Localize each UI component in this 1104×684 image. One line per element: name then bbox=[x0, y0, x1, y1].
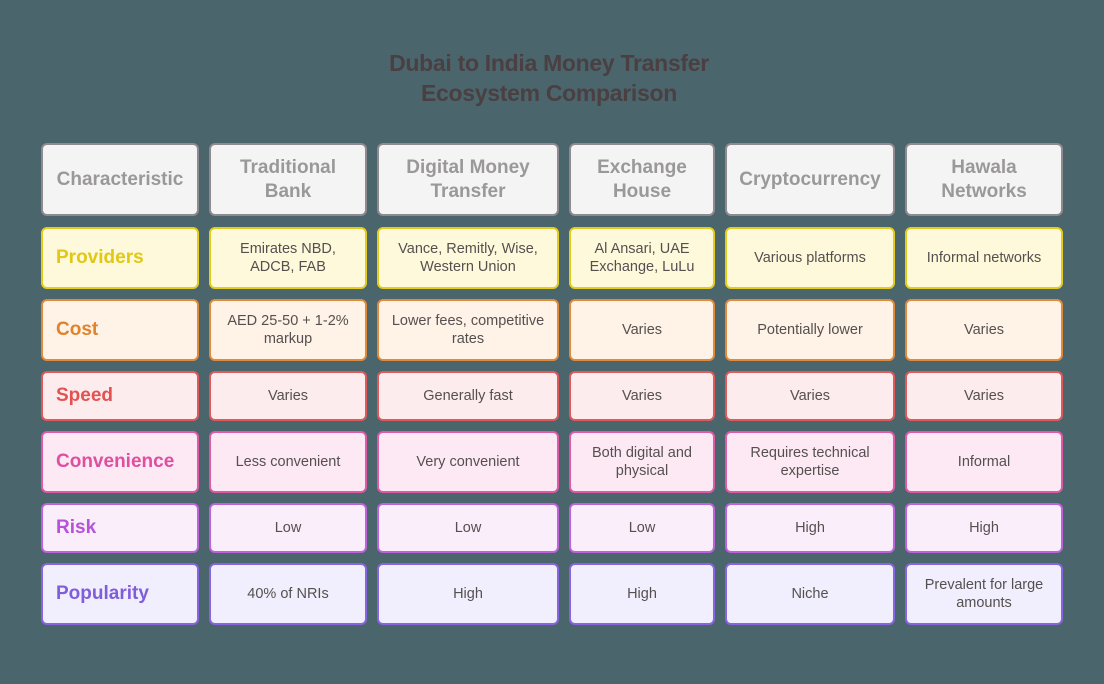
cell-convenience-traditional-bank: Less convenient bbox=[209, 431, 367, 493]
cell-speed-traditional-bank: Varies bbox=[209, 371, 367, 421]
cell-risk-traditional-bank: Low bbox=[209, 503, 367, 553]
title-line-1: Dubai to India Money Transfer bbox=[389, 50, 709, 76]
cell-speed-exchange-house: Varies bbox=[569, 371, 715, 421]
cell-risk-hawala-networks: High bbox=[905, 503, 1063, 553]
cell-risk-exchange-house: Low bbox=[569, 503, 715, 553]
header-digital-money-transfer: Digital Money Transfer bbox=[377, 143, 559, 216]
cell-convenience-hawala-networks: Informal bbox=[905, 431, 1063, 493]
cell-popularity-digital-money-transfer: High bbox=[377, 563, 559, 625]
row-label-risk: Risk bbox=[41, 503, 199, 553]
cell-popularity-hawala-networks: Prevalent for large amounts bbox=[905, 563, 1063, 625]
cell-convenience-exchange-house: Both digital and physical bbox=[569, 431, 715, 493]
cell-providers-cryptocurrency: Various platforms bbox=[725, 227, 895, 289]
cell-speed-digital-money-transfer: Generally fast bbox=[377, 371, 559, 421]
row-label-convenience: Convenience bbox=[41, 431, 199, 493]
cell-cost-cryptocurrency: Potentially lower bbox=[725, 299, 895, 361]
row-label-providers: Providers bbox=[41, 227, 199, 289]
title-line-2: Ecosystem Comparison bbox=[420, 80, 678, 106]
header-exchange-house: Exchange House bbox=[569, 143, 715, 216]
header-cryptocurrency: Cryptocurrency bbox=[725, 143, 895, 216]
cell-cost-exchange-house: Varies bbox=[569, 299, 715, 361]
diagram-title: Dubai to India Money Transfer Ecosystem … bbox=[0, 48, 1098, 108]
cell-providers-traditional-bank: Emirates NBD, ADCB, FAB bbox=[209, 227, 367, 289]
header-hawala-networks: Hawala Networks bbox=[905, 143, 1063, 216]
cell-cost-hawala-networks: Varies bbox=[905, 299, 1063, 361]
header-characteristic: Characteristic bbox=[41, 143, 199, 216]
cell-popularity-traditional-bank: 40% of NRIs bbox=[209, 563, 367, 625]
cell-popularity-cryptocurrency: Niche bbox=[725, 563, 895, 625]
cell-cost-digital-money-transfer: Lower fees, competitive rates bbox=[377, 299, 559, 361]
cell-providers-hawala-networks: Informal networks bbox=[905, 227, 1063, 289]
header-traditional-bank: Traditional Bank bbox=[209, 143, 367, 216]
cell-risk-digital-money-transfer: Low bbox=[377, 503, 559, 553]
cell-convenience-cryptocurrency: Requires technical expertise bbox=[725, 431, 895, 493]
cell-convenience-digital-money-transfer: Very convenient bbox=[377, 431, 559, 493]
row-label-popularity: Popularity bbox=[41, 563, 199, 625]
cell-providers-digital-money-transfer: Vance, Remitly, Wise, Western Union bbox=[377, 227, 559, 289]
cell-popularity-exchange-house: High bbox=[569, 563, 715, 625]
cell-risk-cryptocurrency: High bbox=[725, 503, 895, 553]
cell-speed-cryptocurrency: Varies bbox=[725, 371, 895, 421]
cell-cost-traditional-bank: AED 25-50 + 1-2% markup bbox=[209, 299, 367, 361]
cell-speed-hawala-networks: Varies bbox=[905, 371, 1063, 421]
cell-providers-exchange-house: Al Ansari, UAE Exchange, LuLu bbox=[569, 227, 715, 289]
row-label-cost: Cost bbox=[41, 299, 199, 361]
row-label-speed: Speed bbox=[41, 371, 199, 421]
